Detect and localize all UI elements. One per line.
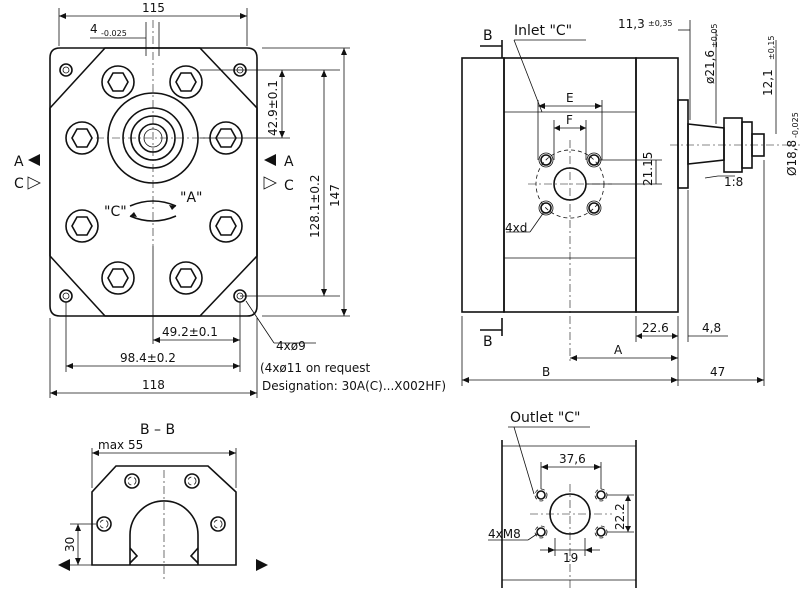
dim-e: E (566, 91, 574, 105)
side-view: B B Inlet "C" E F 21.15 (461, 17, 800, 386)
dim-height: 147 (328, 184, 342, 207)
dim-key-tol: -0.025 (101, 29, 127, 38)
shaft-boss (677, 99, 689, 189)
section-arrow-a-right-label: A (284, 154, 294, 170)
dim-center-height: 128.1±0.2 (308, 175, 322, 239)
rotation-arrow-upper (129, 200, 177, 207)
section-arrow-a-left (28, 154, 40, 166)
dim-outlet-height: 22.2 (613, 503, 627, 530)
section-b-bottom: B (483, 334, 493, 350)
rotation-arrow-lower (129, 215, 177, 222)
taper-ratio: 1:8 (724, 175, 743, 189)
dim-outlet-width: 19 (563, 551, 578, 565)
section-arrow-c-right-label: C (284, 178, 294, 194)
section-b-b: B – B max 55 30 (58, 422, 268, 580)
shaft-circle-outer (107, 92, 199, 184)
inlet-title: Inlet "C" (514, 23, 572, 39)
section-arrow-c-left-label: C (14, 176, 24, 192)
outlet-bolt-holes (534, 488, 608, 539)
outlet-view: Outlet "C" 37,6 22.2 19 4xM8 (488, 410, 637, 590)
shaft-taper (687, 123, 725, 165)
shaft-circle-bore (143, 128, 163, 148)
dim-shaft-step: 4,8 (702, 321, 721, 335)
section-arrow-a-left-label: A (14, 154, 24, 170)
hole-note: (4xø11 on request (260, 361, 371, 375)
dim-section-height: 30 (63, 537, 77, 552)
dim-a: A (614, 343, 623, 357)
dim-shaft-dia-tol: ±0,05 (710, 23, 719, 48)
section-arrow-c-left (27, 176, 41, 190)
section-arrow-a-right (264, 154, 276, 166)
section-title: B – B (140, 422, 175, 438)
designation: Designation: 30A(C)...X002HF) (262, 379, 446, 393)
dim-flange-offset: 22.6 (642, 321, 669, 335)
section-arrow-c-right (263, 176, 277, 190)
dim-shaft-dia: ø21,6 (703, 50, 717, 84)
dim-shaft-length: 47 (710, 365, 725, 379)
front-view: 115 4 -0.025 (14, 1, 446, 398)
dim-port-holes: 4xd (505, 221, 527, 235)
outlet-title: Outlet "C" (510, 410, 580, 426)
dim-max: max 55 (98, 438, 143, 452)
dim-key: 4 (90, 22, 98, 36)
dim-shaft-key: 12,1 (761, 69, 775, 96)
shaft-circle-inner (130, 115, 176, 161)
dim-thread-dia: Ø18,8 (785, 140, 799, 176)
dim-bolt-spacing: 98.4±0.2 (120, 351, 176, 365)
dim-port-height: 21.15 (641, 152, 655, 186)
dim-thread-tol: -0,025 (791, 112, 800, 138)
dim-b: B (542, 365, 550, 379)
dim-outlet-spacing: 37,6 (559, 452, 586, 466)
outlet-thread: 4xM8 (488, 527, 521, 541)
dim-shaft-tip: 11,3 (618, 17, 645, 31)
dim-shaft-key-tol: ±0,15 (767, 35, 776, 60)
shaft-circle-mid (122, 107, 184, 169)
dim-width-bottom: 118 (142, 378, 165, 392)
side-body-left (461, 57, 505, 313)
dim-half-bolt: 49.2±0.1 (162, 325, 218, 339)
rotation-label-c: "C" (104, 204, 127, 220)
dim-width-top: 115 (142, 1, 165, 15)
section-arrow-right (256, 559, 268, 571)
dim-shaft-height: 42.9±0.1 (266, 80, 280, 136)
inlet-bolt-holes (538, 152, 602, 216)
hole-spec: 4xø9 (276, 339, 306, 353)
dim-f: F (566, 113, 573, 127)
hex-bolts (65, 65, 243, 295)
section-arrow-left (58, 559, 70, 571)
dim-shaft-tip-tol: ±0,35 (648, 19, 673, 28)
shaft-circle-core (138, 123, 168, 153)
front-flange-outline (49, 47, 258, 317)
section-outline (91, 465, 237, 566)
section-b-top: B (483, 28, 493, 44)
section-bolt-holes (96, 473, 226, 532)
rotation-label-a: "A" (180, 190, 202, 206)
section-bore (129, 500, 199, 565)
front-body-outline (49, 47, 258, 317)
section-notch (129, 547, 199, 564)
